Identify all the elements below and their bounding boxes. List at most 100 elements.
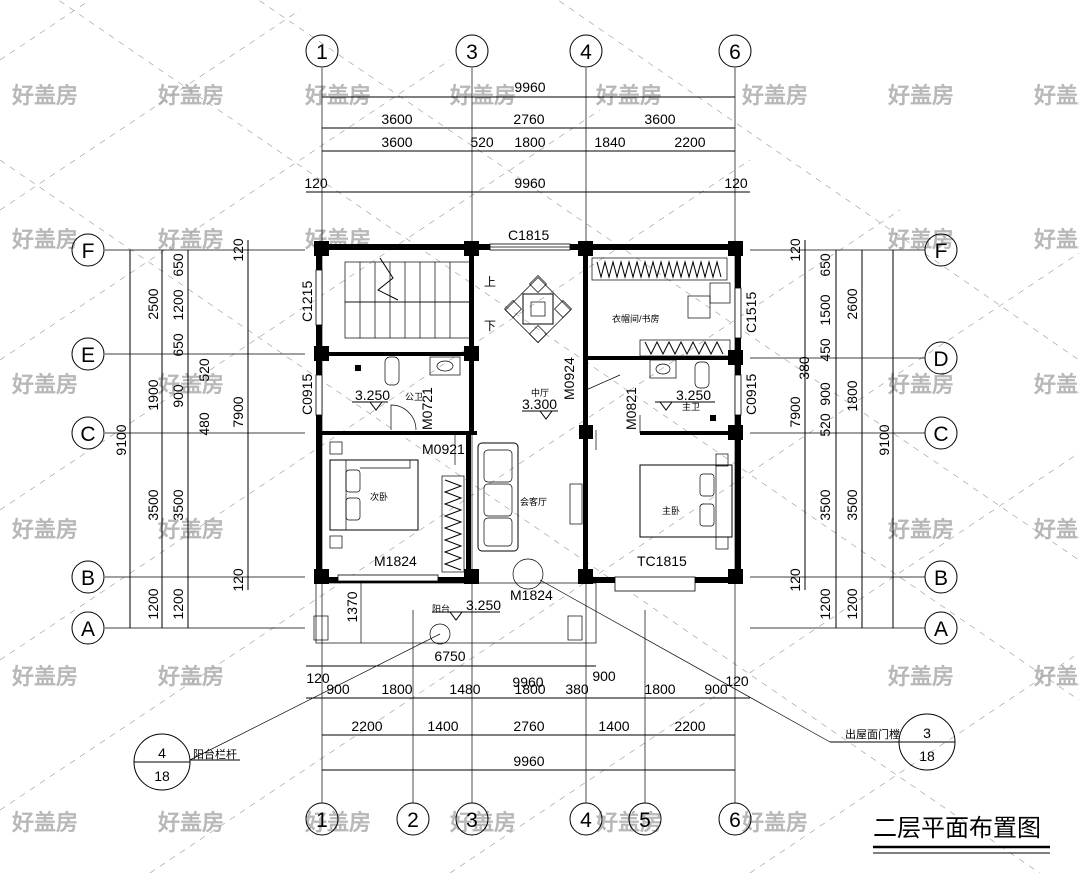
window-label: C0915 (299, 374, 315, 415)
axis-label: 6 (729, 809, 741, 832)
closet (441, 257, 731, 573)
dim-text: 450 (817, 338, 833, 362)
watermark: 好盖房 (1033, 664, 1079, 690)
dim-text: 120 (724, 175, 748, 191)
dim-text: 650 (170, 253, 186, 277)
watermark: 好盖房 (11, 517, 78, 543)
second-bedroom-bed (329, 441, 419, 549)
window-label: TC1815 (637, 553, 687, 569)
watermark: 好盖房 (887, 664, 954, 690)
watermark: 好盖房 (449, 83, 516, 109)
axis-label: 2 (407, 809, 419, 832)
dim-text: 1400 (427, 718, 458, 734)
dim-text: 6750 (434, 648, 465, 664)
sofa (477, 442, 583, 552)
dim-text: 1370 (344, 591, 360, 622)
detail-label: 出屋面门樘 (845, 727, 900, 741)
window-label: C1215 (299, 281, 315, 322)
dim-text: 9960 (512, 674, 543, 690)
dim-text: 120 (230, 568, 246, 592)
dim-text: 1800 (644, 681, 675, 697)
door-label: M0924 (561, 357, 577, 400)
room-master-bath: 主卫 (682, 401, 700, 412)
axis-label: 3 (466, 809, 478, 832)
axis-label: B (934, 567, 948, 590)
dim-text: 3500 (817, 489, 833, 520)
axis-bubbles-right: F D C B A (924, 233, 958, 645)
watermark: 好盖房 (595, 810, 662, 836)
door-label: M1824 (510, 587, 553, 603)
dim-text: 9100 (876, 424, 892, 455)
dim-text: 520 (470, 134, 494, 150)
watermark: 好盖房 (1033, 517, 1079, 543)
dim-text: 1500 (817, 294, 833, 325)
master-bed (639, 453, 733, 550)
watermark: 好盖房 (157, 227, 224, 253)
watermark-layer: 好盖房 好盖房 好盖房 好盖房 好盖房 好盖房 好盖房 好盖房 好盖房 好盖房 … (11, 83, 1079, 836)
dim-text: 120 (306, 670, 330, 686)
dim-text: 900 (592, 668, 616, 684)
dim-text: 900 (170, 384, 186, 408)
dim-text: 900 (326, 681, 350, 697)
axis-label: 5 (639, 809, 651, 832)
dim-text: 120 (787, 568, 803, 592)
watermark: 好盖房 (11, 227, 78, 253)
dim-text: 3600 (381, 134, 412, 150)
axis-label: A (934, 618, 948, 641)
watermark: 好盖房 (11, 664, 78, 690)
watermark: 好盖房 (11, 83, 78, 109)
level-markers (352, 401, 715, 621)
dim-text: 1200 (170, 588, 186, 619)
drawing-title-block: 二层平面布置图 (873, 814, 1050, 854)
bath-fixtures (355, 356, 716, 421)
dim-text: 520 (817, 413, 833, 437)
dim-text: 1800 (381, 681, 412, 697)
windows (315, 243, 742, 592)
dim-text: 9100 (113, 424, 129, 455)
dim-text: 650 (170, 333, 186, 357)
door-label: M0821 (623, 387, 639, 430)
axis-bubbles-left: F E C B A (71, 233, 105, 645)
dim-text: 2500 (145, 288, 161, 319)
axis-label: C (933, 423, 948, 446)
axis-label: 4 (580, 41, 592, 64)
watermark: 好盖房 (11, 810, 78, 836)
dim-text: 2200 (674, 134, 705, 150)
axis-label: C (80, 423, 95, 446)
room-master-bedroom: 主卧 (662, 505, 680, 516)
watermark: 好盖房 (741, 83, 808, 109)
door-label: M1824 (374, 553, 417, 569)
dim-text: 9960 (513, 753, 544, 769)
watermark: 好盖房 (157, 83, 224, 109)
window-label: C0915 (743, 374, 759, 415)
dim-text: 2600 (844, 288, 860, 319)
dim-text: 480 (196, 412, 212, 436)
dim-text: 120 (725, 673, 749, 689)
dim-text: 3500 (844, 489, 860, 520)
dim-text: 7900 (787, 396, 803, 427)
dim-text: 1800 (844, 380, 860, 411)
staircase: 上 下 (344, 257, 496, 339)
dim-text: 380 (565, 681, 589, 697)
axis-label: F (82, 240, 95, 263)
axis-bubbles-bottom: 1 2 3 4 5 6 (305, 802, 752, 836)
window-label: C1815 (508, 227, 549, 243)
dim-text: 7900 (230, 396, 246, 427)
room-public-bath: 公卫 (405, 392, 423, 402)
detail-number: 4 (158, 745, 166, 761)
level-texts: 3.250 3.300 3.250 3.250 (355, 387, 711, 613)
doors (390, 374, 641, 645)
room-second-bedroom: 次卧 (370, 491, 388, 502)
axis-label: B (81, 567, 95, 590)
dim-text: 1200 (817, 588, 833, 619)
dim-text: 1400 (598, 718, 629, 734)
dim-text: 1480 (449, 681, 480, 697)
axis-label: 4 (580, 809, 592, 832)
room-middle-hall: 中厅 (531, 387, 549, 398)
bottom-dimensions: 6750 120 900 1800 1480 9960 1800 380 900… (306, 648, 750, 771)
dim-text: 120 (230, 238, 246, 262)
level-value: 3.300 (522, 396, 557, 412)
dim-text: 1900 (145, 379, 161, 410)
